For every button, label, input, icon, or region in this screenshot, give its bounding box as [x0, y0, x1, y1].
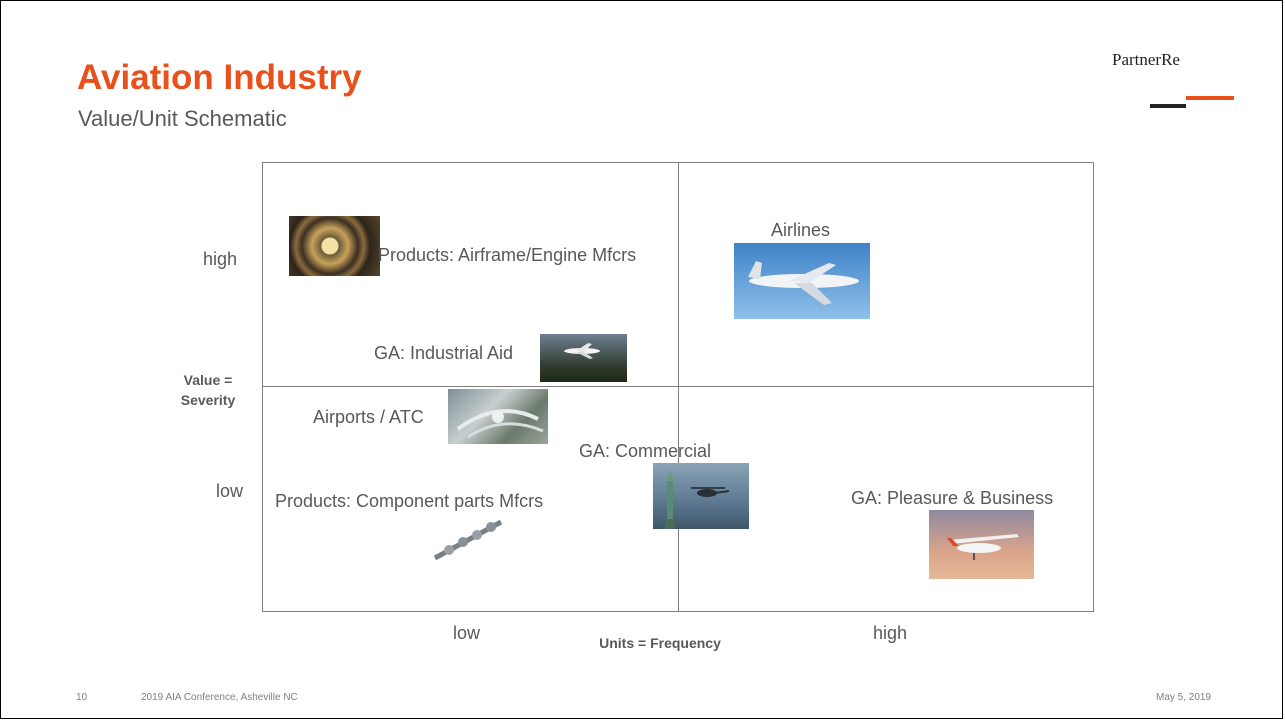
jet-engine-image [289, 216, 380, 276]
airport-icon [456, 409, 544, 439]
y-axis-title: Value = Severity [180, 372, 236, 408]
helicopter-icon [665, 471, 730, 529]
brand-logo-bar-dark [1150, 104, 1186, 108]
label-airlines: Airlines [771, 220, 831, 240]
helicopter-image [653, 463, 749, 529]
airliner-image [734, 243, 870, 319]
slide-title: Aviation Industry [77, 58, 362, 97]
label-airframe-engine-mfcrs: Products: Airframe/Engine Mfcrs [378, 245, 637, 265]
label-component-parts-mfcrs: Products: Component parts Mfcrs [275, 491, 544, 511]
brand-logo-bar-accent [1186, 96, 1234, 100]
label-ga-commercial: GA: Commercial [579, 441, 712, 461]
footer-event: 2019 AIA Conference, Asheville NC [141, 692, 298, 703]
footer-date: May 5, 2019 [1156, 692, 1212, 703]
business-jet-icon [564, 343, 600, 359]
x-axis-high-label: high [873, 623, 908, 643]
label-ga-pleasure-business: GA: Pleasure & Business [851, 488, 1054, 508]
airport-image [448, 389, 548, 444]
business-jet-image [540, 334, 627, 382]
x-axis-title: Units = Frequency [599, 635, 721, 651]
brand-logo: PartnerRe [1112, 50, 1180, 69]
airliner-icon [748, 261, 859, 305]
component-part-icon [433, 519, 503, 561]
grid-vertical-divider [678, 162, 679, 612]
y-axis-high-label: high [203, 249, 238, 269]
label-airports-atc: Airports / ATC [313, 407, 424, 427]
x-axis-low-label: low [453, 623, 481, 643]
small-plane-icon [947, 534, 1019, 560]
y-axis-low-label: low [216, 481, 244, 501]
slide-subtitle: Value/Unit Schematic [78, 106, 287, 131]
label-ga-industrial-aid: GA: Industrial Aid [374, 343, 514, 363]
small-plane-image [929, 510, 1034, 579]
component-part-image [429, 514, 506, 566]
footer-page-number: 10 [76, 692, 88, 703]
grid-horizontal-divider [262, 386, 1094, 387]
